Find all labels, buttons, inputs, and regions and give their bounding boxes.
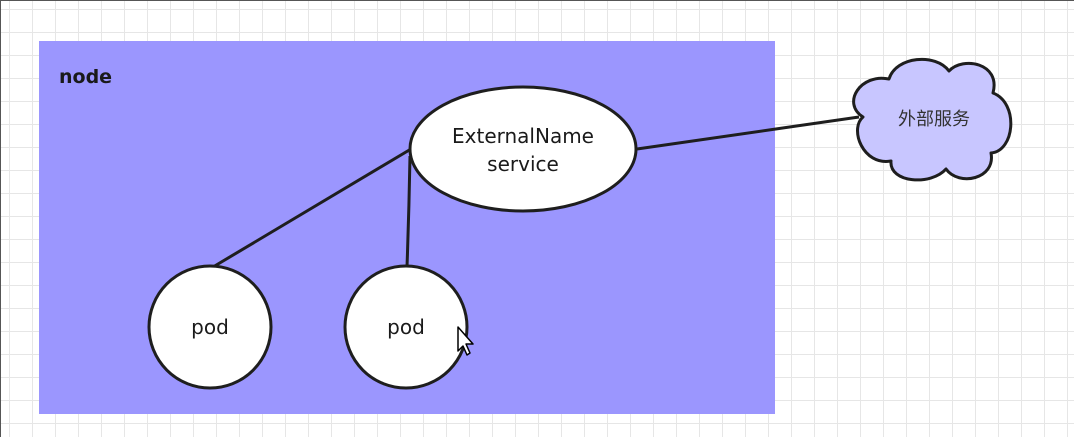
service-label-line2: service	[487, 152, 559, 176]
external-service-label: 外部服务	[898, 109, 970, 130]
external-service-cloud[interactable]: 外部服务	[852, 57, 1013, 182]
service-label-line1: ExternalName	[452, 124, 594, 148]
connector-service-external	[636, 115, 860, 151]
pod-1-label: pod	[191, 315, 229, 339]
pod-2-label: pod	[387, 315, 425, 339]
pod-2[interactable]: pod	[343, 264, 469, 390]
pod-1[interactable]: pod	[147, 264, 273, 390]
externalname-service[interactable]: ExternalName service	[408, 85, 638, 213]
connector-service-pod-1	[212, 147, 412, 269]
mouse-cursor-icon	[457, 326, 474, 356]
node-label: node	[59, 66, 112, 88]
connector-service-pod-2	[405, 155, 412, 268]
